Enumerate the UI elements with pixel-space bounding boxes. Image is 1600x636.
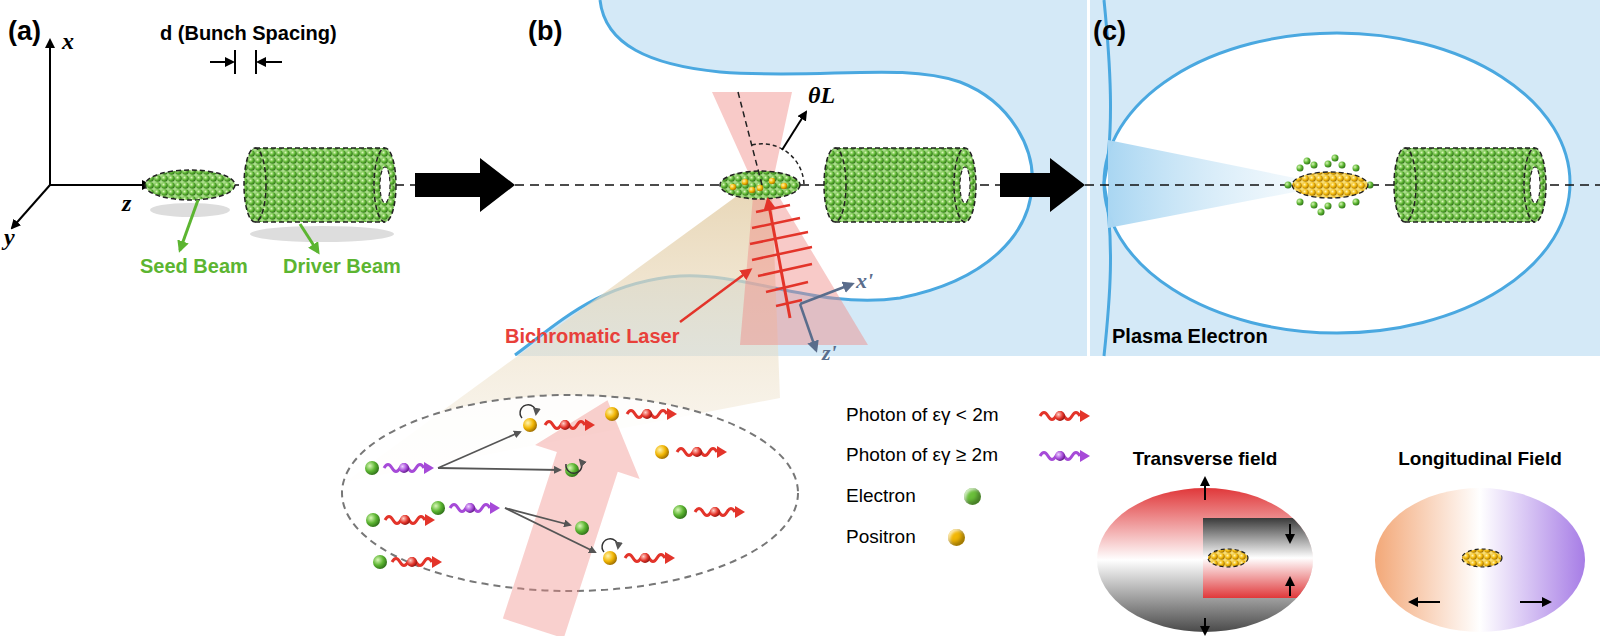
panel-label: (b)	[528, 16, 562, 47]
shadow	[250, 226, 394, 242]
positron-bunch	[1208, 549, 1248, 567]
pointer-arrow	[680, 270, 750, 322]
axis-label: x	[62, 28, 74, 56]
seed-electrons	[1285, 155, 1374, 216]
pointer-arrow	[180, 200, 198, 250]
panel-label: (a)	[8, 16, 41, 47]
legend-text: Photon of εγ ≥ 2m	[846, 444, 998, 466]
plasma-region	[1090, 0, 1104, 356]
seed-beam	[720, 171, 800, 199]
legend-text: Photon of εγ < 2m	[846, 404, 999, 426]
driver-beam	[244, 148, 396, 222]
laser-axis	[738, 92, 762, 185]
beam-label: Driver Beam	[283, 255, 401, 278]
angle-pointer	[782, 112, 806, 150]
laser-label: Bichromatic Laser	[505, 325, 680, 348]
field-arrows	[1205, 478, 1290, 634]
axis-label: y	[4, 224, 15, 252]
angle-arc	[752, 144, 804, 185]
electron-sheath	[1108, 140, 1305, 228]
driver-beam	[824, 148, 976, 222]
angle-label: θL	[808, 82, 835, 110]
legend-text: Electron	[846, 485, 916, 507]
positrons	[730, 178, 788, 194]
legend-swatch	[964, 488, 981, 505]
transverse-field-inner	[1203, 518, 1318, 598]
shadow	[150, 203, 230, 217]
legend-sample	[1040, 450, 1090, 462]
legend-text: Positron	[846, 526, 916, 548]
plasma-bubble	[1104, 33, 1570, 333]
dimension-label: d (Bunch Spacing)	[160, 22, 337, 45]
axis-label: z'	[822, 340, 837, 365]
beam-label: Seed Beam	[140, 255, 248, 278]
spacing-marker	[210, 50, 282, 74]
pointer-arrow	[300, 224, 318, 252]
flow-arrow	[1000, 158, 1085, 212]
flow-arrow	[415, 158, 515, 212]
coordinate-axes	[12, 40, 150, 228]
positron-bunch	[1462, 549, 1502, 567]
plasma-region	[1090, 0, 1600, 356]
laser-arrow	[481, 383, 660, 636]
field-label: Longitudinal Field	[1398, 448, 1562, 470]
field-arrows	[1410, 601, 1550, 603]
legend-sample	[1040, 410, 1090, 422]
panel-label: (c)	[1093, 16, 1126, 47]
positron-bunch	[1292, 172, 1368, 198]
laser-direction	[768, 200, 790, 318]
field-label: Transverse field	[1133, 448, 1278, 470]
seed-beam	[145, 170, 235, 200]
laser-pulse	[750, 205, 812, 306]
axis-label: x'	[856, 268, 873, 293]
cascade-particles	[365, 405, 745, 569]
legend-swatch	[948, 529, 965, 546]
axis-label: z	[122, 190, 131, 218]
longitudinal-field-map	[1375, 488, 1585, 632]
region-label: Plasma Electron	[1112, 325, 1268, 348]
driver-beam	[1394, 148, 1546, 222]
